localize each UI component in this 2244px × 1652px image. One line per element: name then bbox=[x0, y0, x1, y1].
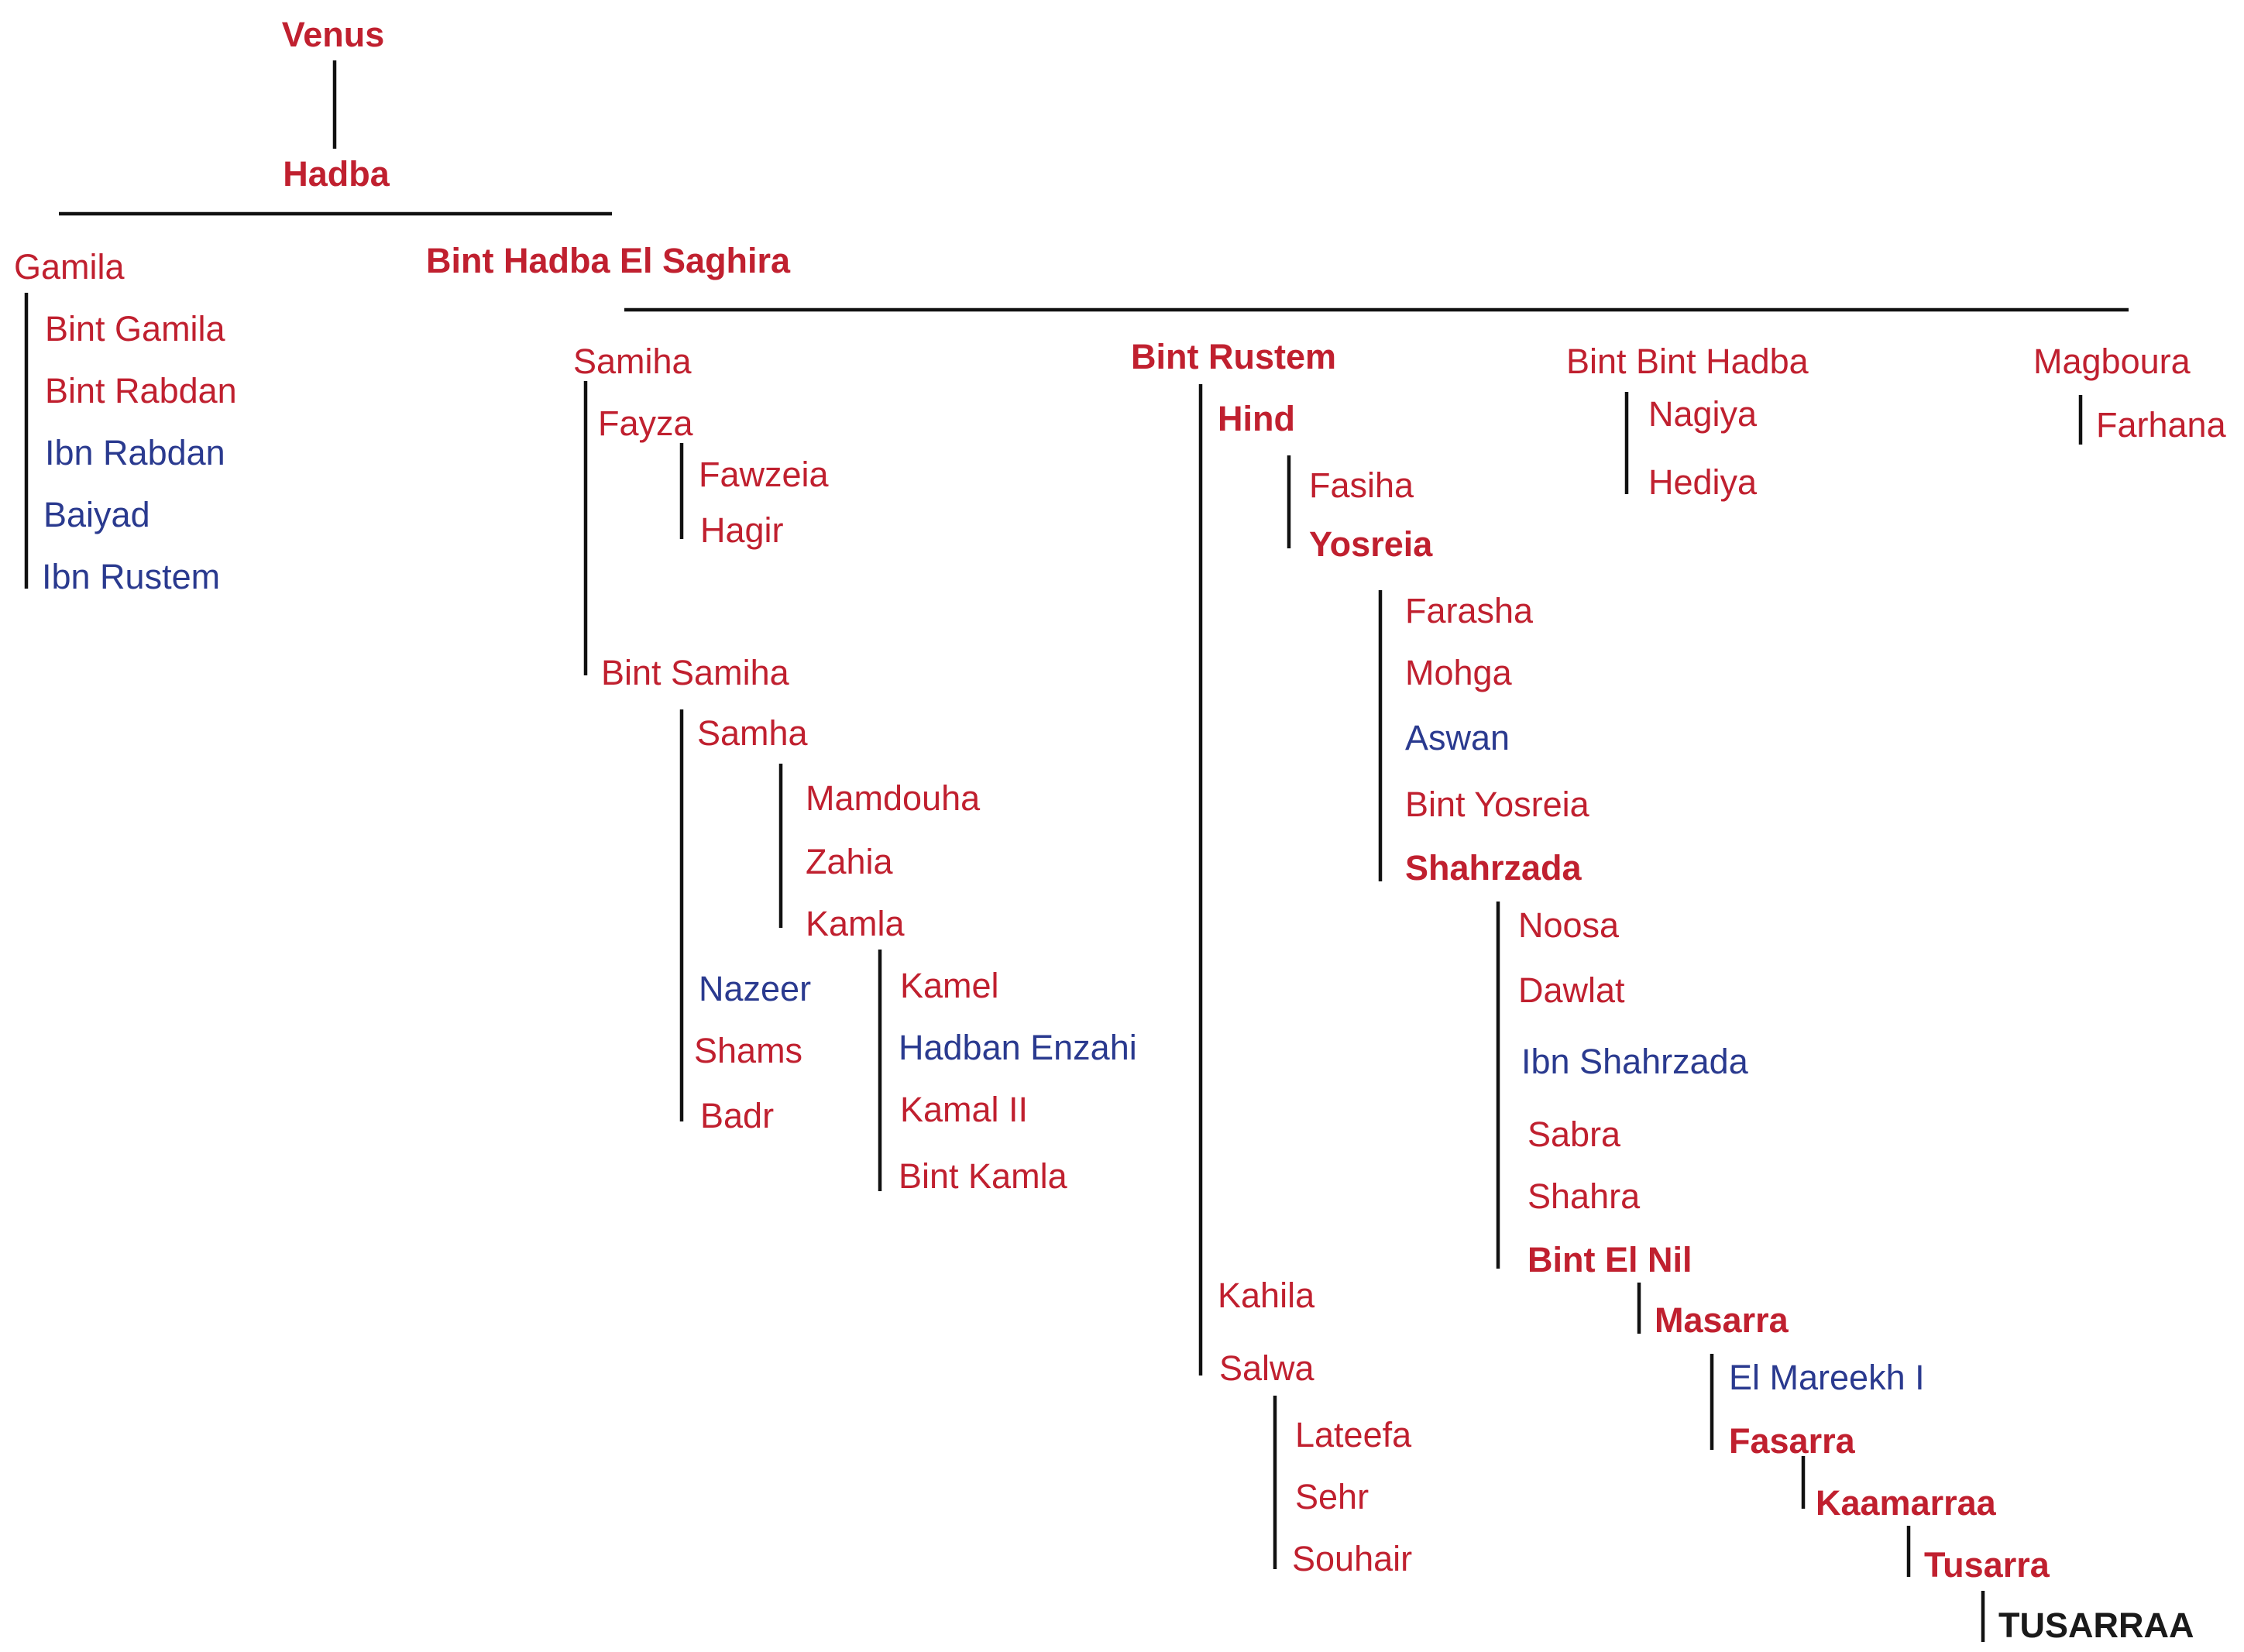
name-ibn-shahrzada: Ibn Shahrzada bbox=[1521, 1042, 1748, 1081]
name-aswan: Aswan bbox=[1405, 718, 1510, 757]
name-tusarra: Tusarra bbox=[1924, 1545, 2050, 1585]
name-bint-rabdan: Bint Rabdan bbox=[45, 371, 237, 410]
name-bint-bint-hadba: Bint Bint Hadba bbox=[1566, 342, 1809, 381]
name-samha: Samha bbox=[697, 713, 808, 753]
name-lateefa: Lateefa bbox=[1295, 1415, 1412, 1455]
name-souhair: Souhair bbox=[1292, 1539, 1413, 1578]
name-hadban-enzahi: Hadban Enzahi bbox=[899, 1028, 1137, 1067]
name-kamal-ii: Kamal II bbox=[900, 1090, 1029, 1129]
name-ibn-rabdan: Ibn Rabdan bbox=[45, 433, 225, 472]
name-kaamarraa: Kaamarraa bbox=[1816, 1483, 1996, 1523]
name-mamdouha: Mamdouha bbox=[806, 778, 981, 818]
name-bint-gamila: Bint Gamila bbox=[45, 309, 225, 349]
name-el-mareekh-i: El Mareekh I bbox=[1729, 1358, 1925, 1397]
name-bint-samiha: Bint Samiha bbox=[601, 653, 789, 692]
name-fawzeia: Fawzeia bbox=[699, 455, 829, 494]
name-fasarra: Fasarra bbox=[1729, 1421, 1855, 1461]
name-bint-el-nil: Bint El Nil bbox=[1528, 1240, 1692, 1279]
name-bint-kamla: Bint Kamla bbox=[899, 1156, 1067, 1196]
name-hadba: Hadba bbox=[283, 154, 390, 194]
name-kamel: Kamel bbox=[900, 966, 999, 1005]
name-tusarraa: TUSARRAA bbox=[1998, 1606, 2194, 1645]
name-shams: Shams bbox=[694, 1031, 803, 1070]
name-fayza: Fayza bbox=[598, 404, 693, 443]
name-farasha: Farasha bbox=[1405, 591, 1534, 630]
name-noosa: Noosa bbox=[1518, 905, 1620, 945]
name-hagir: Hagir bbox=[700, 510, 784, 550]
name-magboura: Magboura bbox=[2033, 342, 2191, 381]
name-farhana: Farhana bbox=[2096, 405, 2226, 445]
name-baiyad: Baiyad bbox=[43, 495, 150, 534]
name-dawlat: Dawlat bbox=[1518, 970, 1625, 1010]
name-shahrzada: Shahrzada bbox=[1405, 848, 1582, 888]
name-sehr: Sehr bbox=[1295, 1477, 1369, 1516]
name-bint-rustem: Bint Rustem bbox=[1131, 337, 1337, 376]
name-salwa: Salwa bbox=[1219, 1348, 1314, 1388]
name-bint-yosreia: Bint Yosreia bbox=[1405, 785, 1589, 824]
name-kahila: Kahila bbox=[1218, 1276, 1315, 1315]
name-masarra: Masarra bbox=[1655, 1300, 1789, 1340]
name-yosreia: Yosreia bbox=[1309, 524, 1433, 564]
name-fasiha: Fasiha bbox=[1309, 465, 1414, 505]
name-bint-hadba-el-saghira: Bint Hadba El Saghira bbox=[426, 241, 791, 280]
name-shahra: Shahra bbox=[1528, 1176, 1641, 1216]
name-hediya: Hediya bbox=[1648, 462, 1758, 502]
name-nazeer: Nazeer bbox=[699, 969, 812, 1008]
name-venus: Venus bbox=[281, 15, 385, 54]
name-mohga: Mohga bbox=[1405, 653, 1512, 692]
name-ibn-rustem: Ibn Rustem bbox=[42, 557, 221, 596]
name-sabra: Sabra bbox=[1528, 1114, 1621, 1154]
name-kamla: Kamla bbox=[806, 904, 905, 943]
name-hind: Hind bbox=[1218, 399, 1295, 438]
name-gamila: Gamila bbox=[14, 247, 125, 287]
name-bint-bint-hadba-nagiya: Nagiya bbox=[1648, 394, 1758, 434]
name-badr: Badr bbox=[700, 1096, 775, 1135]
name-zahia: Zahia bbox=[806, 842, 893, 881]
name-samiha: Samiha bbox=[573, 342, 692, 381]
